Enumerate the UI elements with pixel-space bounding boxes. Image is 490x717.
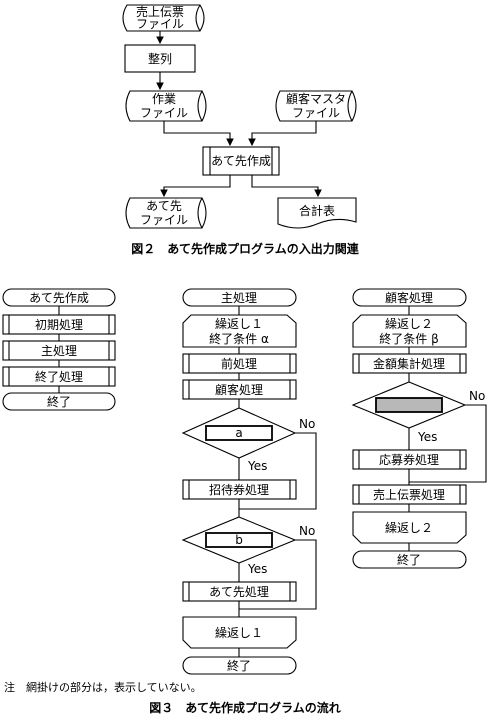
decision-a-yes-label: Yes (247, 459, 267, 473)
sales-slip-file-label-1: 売上伝票 (136, 4, 184, 19)
application-ticket-process: 応募券処理 (379, 452, 439, 467)
pre-process: 前処理 (221, 356, 257, 371)
left-end-process: 終了処理 (35, 369, 83, 384)
hidden-condition-shaded (375, 397, 443, 413)
amount-total-process: 金額集計処理 (373, 356, 445, 371)
sort-process: 整列 (124, 44, 196, 73)
work-file-label-2: ファイル (140, 106, 188, 120)
decision-b-no-label: No (299, 524, 315, 538)
loop1-end-label: 繰返し１ (215, 626, 263, 640)
figure-3-right-column: 顧客処理 繰返し２ 終了条件 β 金額集計処理 No Yes 応募券処理 売上伝… (351, 288, 487, 569)
loop1-start-label-1: 繰返し１ (215, 317, 263, 331)
address-process: あて先処理 (209, 585, 269, 599)
total-report-document: 合計表 (277, 197, 357, 229)
middle-end-terminal: 終了 (227, 658, 251, 673)
left-main-process: 主処理 (41, 344, 77, 358)
sort-label: 整列 (148, 51, 172, 66)
sales-slip-process: 売上伝票処理 (373, 487, 445, 502)
loop2-end-label: 繰返し２ (385, 521, 433, 535)
address-file-symbol: あて先 ファイル (125, 197, 207, 229)
left-start-terminal: あて先作成 (29, 291, 89, 305)
invitation-process: 招待券処理 (209, 482, 269, 497)
figure-3-left-column: あて先作成 初期処理 主処理 終了処理 終了 (2, 288, 116, 411)
customer-master-file-symbol: 顧客マスタ ファイル (275, 90, 357, 122)
figure-3-middle-column: 主処理 繰返し１ 終了条件 α 前処理 顧客処理 a No Yes 招待券処理 … (181, 288, 317, 675)
address-file-label-2: ファイル (140, 213, 188, 227)
address-file-label-1: あて先 (146, 199, 182, 213)
right-start-terminal: 顧客処理 (385, 290, 433, 305)
decision-c-no-label: No (469, 389, 485, 403)
sales-slip-file-symbol: 売上伝票 ファイル (122, 4, 205, 32)
left-end-terminal: 終了 (47, 394, 71, 409)
decision-b-yes-label: Yes (247, 562, 267, 576)
loop2-start-label-2: 終了条件 β (379, 331, 438, 346)
figure-3-caption: 図３ あて先作成プログラムの流れ (149, 700, 340, 715)
figure-2-caption: 図２ あて先作成プログラムの入出力関連 (131, 241, 359, 256)
address-creation-label: あて先作成 (211, 154, 271, 168)
address-creation-program: あて先作成 (202, 146, 280, 176)
condition-a: a (235, 426, 242, 440)
left-init-process: 初期処理 (35, 318, 83, 332)
figure-3-note: 注 網掛けの部分は，表示していない。 (4, 680, 202, 694)
right-end-terminal: 終了 (397, 552, 421, 567)
customer-process: 顧客処理 (215, 382, 263, 397)
condition-b: b (235, 533, 243, 547)
sales-slip-file-label-2: ファイル (136, 17, 184, 31)
decision-c-yes-label: Yes (417, 430, 437, 444)
total-report-label: 合計表 (299, 203, 335, 218)
customer-master-label-1: 顧客マスタ (286, 91, 346, 106)
middle-start-terminal: 主処理 (221, 291, 257, 305)
work-file-label-1: 作業 (152, 92, 176, 106)
customer-master-label-2: ファイル (292, 106, 340, 120)
work-file-symbol: 作業 ファイル (125, 90, 207, 122)
figure-2: 売上伝票 ファイル 整列 作業 ファイル 顧客マスタ ファイル (122, 4, 360, 256)
decision-a-no-label: No (299, 417, 315, 431)
loop2-start-label-1: 繰返し２ (385, 317, 433, 331)
loop1-start-label-2: 終了条件 α (209, 331, 269, 346)
